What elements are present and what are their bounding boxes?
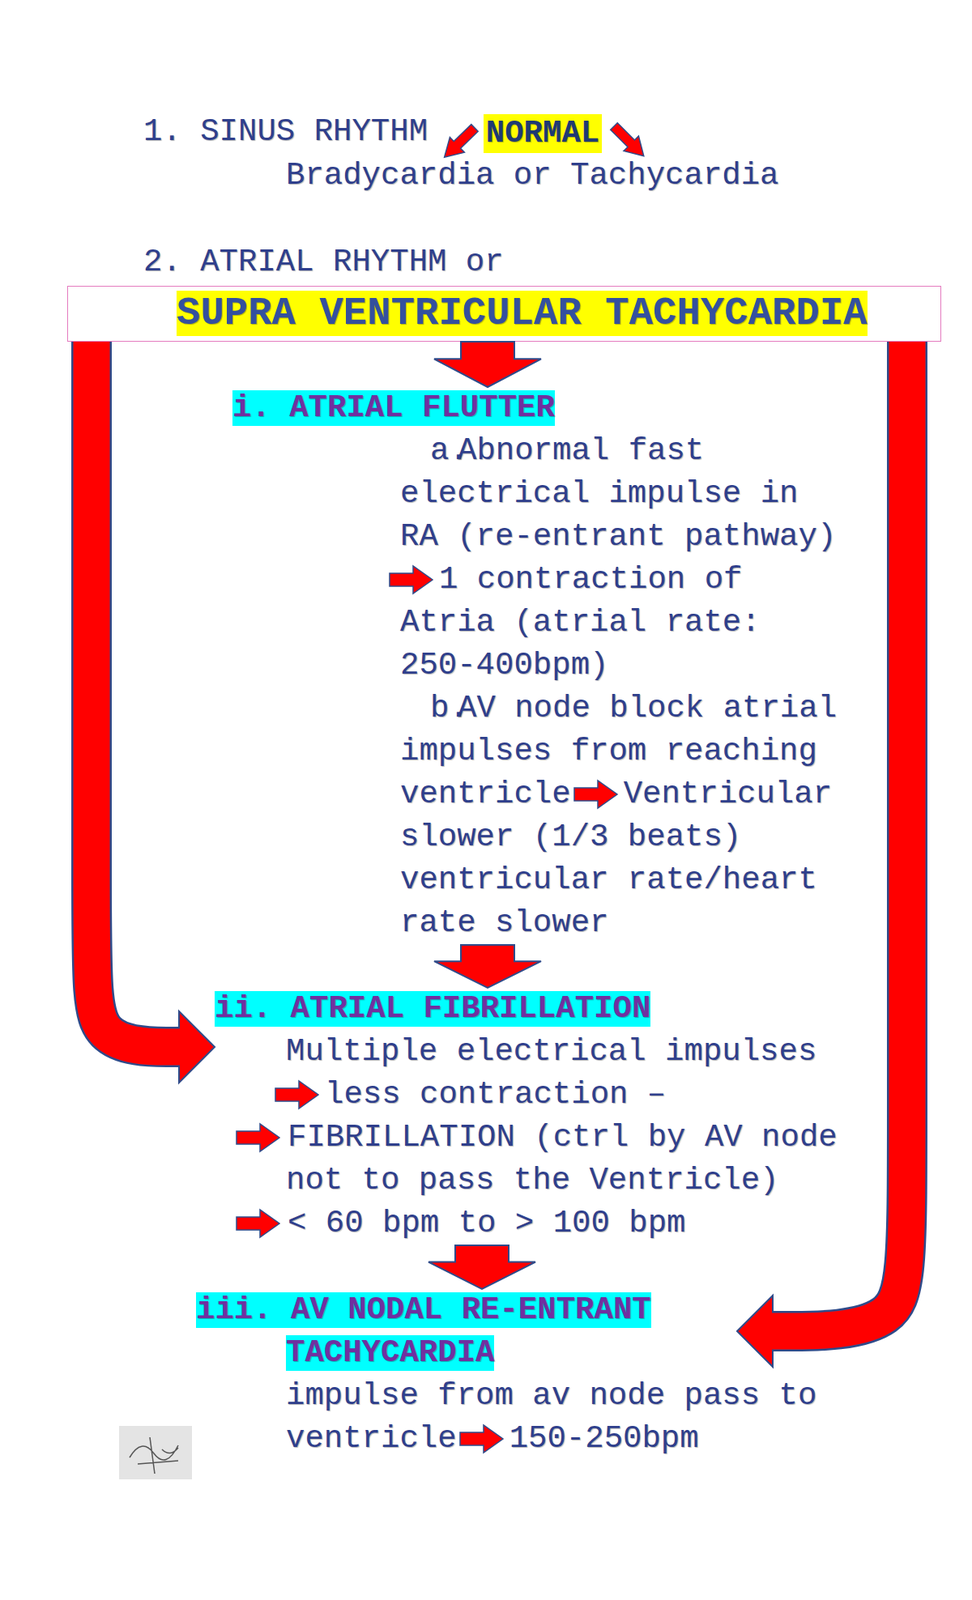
highlight-box: NORMAL (483, 114, 602, 154)
body-text: < 60 bpm to > 100 bpm (287, 1206, 686, 1242)
small-arrow (606, 119, 652, 164)
flow-arrow (91, 341, 215, 1083)
arrow-head (179, 1011, 215, 1083)
inline-arrow (458, 1423, 505, 1455)
body-paragraph: 1 contraction of Atria (atrial rate: 250… (400, 558, 846, 688)
item-marker: a. (372, 430, 469, 474)
inline-arrow-shape (574, 780, 618, 809)
item-marker: b. (372, 687, 469, 731)
body-text: FIBRILLATION (ctrl by AV node not to pas… (285, 1120, 838, 1199)
body-text: 150-250bpm (509, 1421, 700, 1458)
block-arrow (428, 1245, 536, 1290)
block-arrow (434, 945, 542, 989)
inline-arrow-shape (275, 1081, 319, 1109)
section-heading-line: iii. AV NODAL RE-ENTRANT TACHYCARDIA (196, 1289, 738, 1376)
section-body: impulse from av node pass to ventricle15… (285, 1375, 845, 1462)
body-text: less contraction – (324, 1077, 666, 1113)
section-heading: i. ATRIAL FLUTTER (232, 390, 555, 427)
arrow-head (737, 1296, 773, 1368)
inline-arrow (273, 1079, 320, 1111)
node-text: NORMAL (483, 114, 602, 154)
inline-arrow-shape (389, 566, 433, 594)
section-box: iii. AV NODAL RE-ENTRANT TACHYCARDIAimpu… (196, 1289, 738, 1462)
section-heading: iii. AV NODAL RE-ENTRANT TACHYCARDIA (196, 1292, 652, 1372)
inline-arrow-shape (236, 1124, 280, 1152)
section-heading: ii. ATRIAL FIBRILLATION (214, 991, 651, 1028)
body-paragraph: impulse from av node pass to ventricle15… (285, 1375, 845, 1462)
heading-label: 2. ATRIAL RHYTHM or (143, 241, 504, 285)
section-box: ii. ATRIAL FIBRILLATIONMultiple electric… (214, 988, 845, 1246)
body-paragraph: b.AV node block atrial impulses from rea… (400, 687, 846, 946)
body-text: Multiple electrical impulses (285, 1034, 817, 1071)
body-paragraph: FIBRILLATION (ctrl by AV node not to pas… (285, 1116, 845, 1203)
section-heading-line: ii. ATRIAL FIBRILLATION (214, 988, 845, 1032)
body-paragraph: a.Abnormal fast electrical impulse in RA… (400, 430, 846, 559)
inline-arrow (234, 1208, 282, 1240)
arrow-shaft (91, 341, 182, 1048)
flow-arrow (434, 945, 542, 989)
title-box: SUPRA VENTRICULAR TACHYCARDIA (67, 285, 942, 342)
section-box: i. ATRIAL FLUTTERa.Abnormal fast electri… (232, 387, 846, 946)
block-arrow (434, 341, 542, 388)
flow-arrow (434, 341, 542, 388)
inline-arrow (234, 1122, 282, 1154)
small-arrow-shape (606, 119, 652, 164)
title-text: SUPRA VENTRICULAR TACHYCARDIA (176, 290, 868, 337)
arrow-shaft-outline (91, 341, 182, 1048)
heading-label: Bradycardia or Tachycardia (285, 154, 780, 198)
signature-box (119, 1426, 192, 1480)
body-paragraph: < 60 bpm to > 100 bpm (285, 1202, 845, 1246)
signature-stamp (119, 1426, 192, 1480)
section-body: a.Abnormal fast electrical impulse in RA… (400, 430, 846, 946)
body-paragraph: Multiple electrical impulses (285, 1031, 845, 1075)
section-heading-line: i. ATRIAL FLUTTER (232, 387, 846, 431)
inline-arrow-shape (236, 1210, 280, 1238)
inline-arrow (572, 779, 619, 810)
flow-arrow (428, 1245, 536, 1290)
inline-arrow (387, 564, 435, 596)
signature-scribble (129, 1437, 179, 1475)
heading-label: 1. SINUS RHYTHM (143, 110, 428, 154)
inline-arrow-shape (460, 1425, 504, 1454)
body-paragraph: less contraction – (285, 1074, 845, 1117)
body-text: 1 contraction of Atria (atrial rate: 250… (400, 562, 761, 684)
section-body: Multiple electrical impulses less contrac… (285, 1031, 845, 1246)
